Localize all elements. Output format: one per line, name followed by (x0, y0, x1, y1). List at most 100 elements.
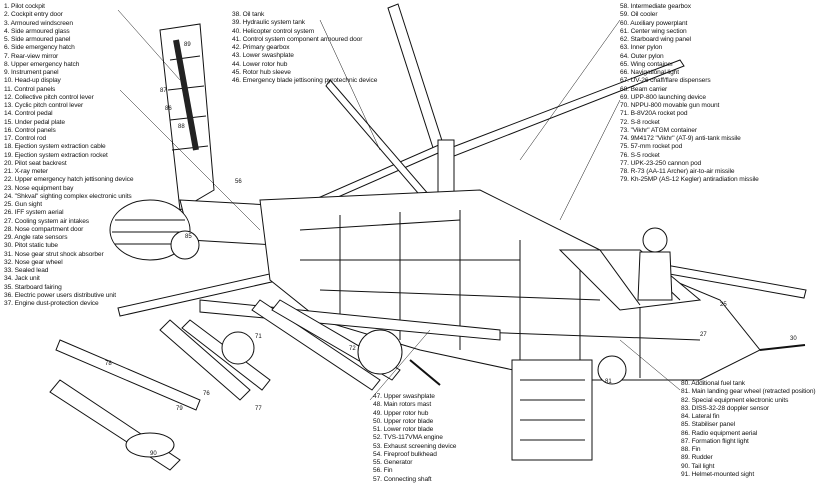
legend-item: 85. Stabiliser panel (681, 421, 736, 429)
legend-item: 17. Control rod (4, 135, 47, 142)
legend-item: 50. Upper rotor blade (373, 417, 434, 425)
legend-item: 36. Electric power users distributive un… (4, 291, 116, 299)
callout-88: 88 (178, 124, 185, 130)
legend-item: 52. TVS-117VMA engine (373, 434, 443, 442)
legend-item: 13. Cyclic pitch control lever (4, 102, 84, 109)
weapons-group (49, 299, 441, 471)
legend-item: 66. Navigational light (620, 69, 680, 76)
callout-81: 81 (605, 379, 612, 385)
legend-item: 57. Connecting shaft (373, 475, 432, 483)
leader-lines (117, 9, 681, 401)
legend-item: 4. Side armoured glass (4, 27, 70, 35)
legend-item: 90. Tail light (681, 462, 715, 470)
legend-item: 71. B-8V20A rocket pod (620, 110, 688, 118)
legend-item: 29. Angle rate sensors (4, 234, 68, 241)
legend-item: 6. Side emergency hatch (4, 44, 75, 52)
callout-76: 76 (203, 391, 210, 397)
legend-item: 27. Cooling system air intakes (4, 217, 89, 225)
legend-item: 68. Beam carrier (620, 85, 668, 93)
main-gear-wheel (597, 355, 627, 385)
legend-item: 26. IFF system aerial (4, 209, 64, 217)
legend-column-5: 80. Additional fuel tank 81. Main landin… (681, 380, 816, 479)
callout-89: 89 (184, 42, 191, 48)
legend-item: 87. Formation flight light (681, 437, 749, 445)
rocket-pod (159, 319, 251, 401)
legend-item: 31. Nose gear strut shock absorber (4, 250, 104, 258)
legend-item: 12. Collective pitch control lever (4, 93, 94, 101)
pilot-figure (637, 227, 673, 301)
legend-item: 20. Pilot seat backrest (4, 159, 67, 167)
legend-item: 46. Emergency blade jettisoning pyrotech… (232, 77, 378, 84)
legend-item: 39. Hydraulic system tank (232, 19, 305, 27)
legend-item: 38. Oil tank (232, 11, 265, 18)
legend-item: 16. Control panels (4, 126, 56, 134)
rocket-pod-face (221, 331, 255, 365)
legend-item: 78. R-73 (AA-11 Archer) air-to-air missi… (620, 168, 735, 175)
legend-item: 80. Additional fuel tank (681, 380, 745, 387)
legend-item: 74. 9M4172 "Vikhr" (AT-9) anti-tank miss… (620, 135, 741, 142)
legend-item: 75. 57-mm rocket pod (620, 143, 683, 151)
legend-item: 61. Center wing section (620, 27, 687, 35)
legend-item: 9. Instrument panel (4, 69, 59, 76)
cannon-pod (357, 329, 403, 375)
callout-77: 77 (255, 406, 262, 412)
legend-item: 82. Special equipment electronic units (681, 396, 789, 404)
missile-kh25 (55, 339, 201, 411)
legend-item: 32. Nose gear wheel (4, 258, 63, 266)
legend-item: 62. Starboard wing panel (620, 36, 691, 43)
legend-item: 44. Lower rotor hub (232, 60, 288, 68)
callout-30: 30 (790, 336, 797, 342)
legend-item: 8. Upper emergency hatch (4, 60, 80, 68)
legend-item: 3. Armoured windscreen (4, 19, 73, 27)
legend-item: 63. Inner pylon (620, 44, 663, 52)
legend-item: 21. X-ray meter (4, 168, 48, 175)
legend-item: 23. Nose equipment bay (4, 184, 74, 192)
callout-71: 71 (255, 334, 262, 340)
legend-item: 10. Head-up display (4, 77, 61, 85)
legend-item: 91. Helmet-mounted sight (681, 470, 755, 478)
legend-item: 81. Main landing gear wheel (retracted p… (681, 388, 816, 396)
legend-item: 64. Outer pylon (620, 52, 664, 60)
legend-item: 58. Intermediate gearbox (620, 3, 691, 10)
legend-item: 19. Ejection system extraction rocket (4, 151, 108, 159)
legend-item: 77. UPK-23-250 cannon pod (620, 159, 702, 167)
legend-item: 1. Pilot cockpit (4, 3, 45, 10)
fuel-tank (125, 432, 175, 458)
callout-85: 85 (185, 234, 192, 240)
engine-assembly (109, 199, 200, 261)
s5-rocket (409, 359, 441, 386)
legend-item: 5. Side armoured panel (4, 36, 71, 43)
legend-column-4: 47. Upper swashplate 48. Main rotors mas… (373, 393, 456, 484)
legend-item: 49. Upper rotor hub (373, 409, 429, 417)
callout-27: 27 (700, 332, 707, 338)
callout-86: 86 (165, 106, 172, 112)
legend-item: 53. Exhaust screening device (373, 442, 457, 450)
legend-item: 60. Auxiliary powerplant (620, 19, 688, 27)
legend-item: 47. Upper swashplate (373, 393, 435, 400)
legend-item: 22. Upper emergency hatch jettisoning de… (4, 176, 134, 184)
legend-item: 7. Rear-view mirror (4, 52, 59, 60)
legend-column-1: 1. Pilot cockpit 2. Cockpit entry door 3… (4, 3, 133, 308)
legend-item: 30. Pitot static tube (4, 242, 58, 250)
callout-labels: 90 79 76 77 78 71 72 81 85 87 86 88 89 3… (105, 42, 797, 457)
callout-56: 56 (235, 179, 242, 185)
legend-item: 45. Rotor hub sleeve (232, 68, 291, 76)
legend-item: 15. Under pedal plate (4, 118, 65, 126)
legend-item: 69. UPP-800 launching device (620, 93, 706, 101)
callout-25: 25 (720, 302, 727, 308)
legend-item: 35. Starboard fairing (4, 283, 62, 291)
legend-item: 72. S-8 rocket (620, 118, 660, 126)
legend-item: 24. "Shkval" sighting complex electronic… (4, 192, 132, 200)
legend-item: 28. Nose compartment door (4, 225, 84, 233)
legend-item: 56. Fin (373, 467, 393, 475)
legend-item: 54. Fireproof bulkhead (373, 450, 437, 458)
callout-72: 72 (349, 346, 356, 352)
lower-systems (511, 355, 627, 461)
callout-78: 78 (105, 361, 112, 367)
legend-item: 18. Ejection system extraction cable (4, 143, 106, 151)
legend-column-2: 38. Oil tank 39. Hydraulic system tank 4… (232, 11, 377, 85)
legend-item: 67. UV-26 chaff/flare dispensers (620, 77, 711, 85)
legend-item: 33. Sealed lead (4, 267, 49, 274)
legend-item: 51. Lower rotor blade (373, 426, 434, 433)
